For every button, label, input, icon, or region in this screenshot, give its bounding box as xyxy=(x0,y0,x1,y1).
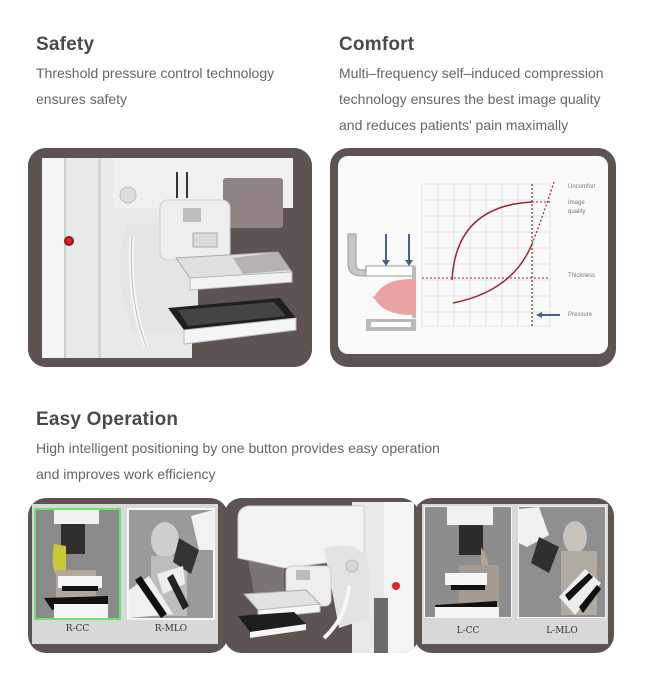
mammography-machine-side-illustration xyxy=(224,498,419,653)
right-positions-panel: R-CC R-MLO xyxy=(28,498,228,653)
easy-operation-line-1: High intelligent positioning by one butt… xyxy=(36,440,440,456)
label-thickness: Thickness xyxy=(568,273,596,279)
label-pressure: Pressure xyxy=(568,312,593,318)
comfort-line-2: technology ensures the best image qualit… xyxy=(339,91,601,107)
l-cc-thumbnail[interactable] xyxy=(424,506,512,618)
r-cc-image xyxy=(44,510,108,618)
easy-operation-title: Easy Operation xyxy=(36,409,179,430)
comfort-title: Comfort xyxy=(339,34,415,55)
safety-title: Safety xyxy=(36,34,95,55)
l-mlo-image xyxy=(519,507,601,615)
r-mlo-image xyxy=(129,510,213,618)
safety-line-2: ensures safety xyxy=(36,91,128,107)
safety-machine-image xyxy=(28,148,312,367)
l-cc-label: L-CC xyxy=(456,626,480,636)
r-mlo-thumbnail[interactable] xyxy=(127,508,215,620)
comfort-line-3: and reduces patients' pain maximally xyxy=(339,117,569,133)
label-image-quality-1: Image xyxy=(568,200,585,206)
pressure-thickness-chart xyxy=(347,181,560,331)
left-positions-panel: L-CC L-MLO xyxy=(414,498,614,653)
safety-line-1: Threshold pressure control technology xyxy=(36,65,275,81)
r-cc-label: R-CC xyxy=(65,624,90,634)
easy-operation-line-2: and improves work efficiency xyxy=(36,466,216,482)
comfort-diagram-panel: Uncomfort Image quality Thickness Pressu… xyxy=(330,148,616,367)
r-cc-thumbnail[interactable] xyxy=(34,508,121,620)
l-cc-image xyxy=(435,507,499,617)
label-uncomfort: Uncomfort xyxy=(568,184,596,190)
r-mlo-label: R-MLO xyxy=(154,624,188,634)
label-image-quality-2: quality xyxy=(568,209,586,215)
l-mlo-thumbnail[interactable] xyxy=(518,506,606,618)
comfort-line-1: Multi–frequency self–induced compression xyxy=(339,65,604,81)
l-mlo-label: L-MLO xyxy=(546,626,578,636)
comfort-diagram: Uncomfort Image quality Thickness Pressu… xyxy=(338,156,608,354)
mammography-machine-illustration xyxy=(28,148,312,367)
machine-panel xyxy=(224,498,419,653)
